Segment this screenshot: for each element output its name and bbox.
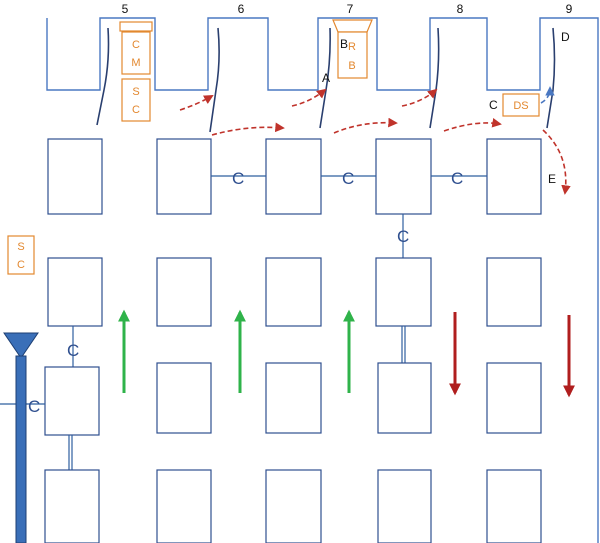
storage-box-r4-c1 — [44, 469, 100, 543]
ds-label: DS — [513, 100, 528, 112]
dashed-flow-arrow-6 — [443, 118, 502, 132]
dashed-flow-arrow-2 — [291, 88, 327, 107]
point-label-c: C — [489, 98, 498, 112]
storage-box-r1-c1 — [47, 138, 103, 215]
sc-left-box — [7, 235, 35, 275]
cm-label-c: C — [132, 39, 140, 51]
cm-label-m: M — [131, 57, 140, 69]
storage-box-r2-c4 — [375, 257, 432, 327]
sc-top-box — [121, 78, 151, 122]
connector-label-3: C — [451, 169, 463, 188]
storage-box-r4-c2 — [156, 469, 212, 543]
dock-door-9 — [546, 27, 556, 129]
storage-box-r3-c2 — [156, 362, 212, 434]
storage-box-r3-c1 — [44, 366, 100, 436]
storage-box-r2-c3 — [265, 257, 322, 327]
pole-funnel-icon — [3, 332, 39, 359]
point-label-b: B — [340, 37, 348, 51]
dashed-flow-arrow-4 — [211, 122, 285, 136]
sc-top-label-c: C — [132, 104, 140, 116]
dashed-flow-arrow-5 — [333, 117, 398, 134]
storage-box-r4-c5 — [486, 469, 542, 543]
storage-box-r4-c3 — [265, 469, 322, 543]
dashed-flow-arrow-7 — [542, 129, 571, 195]
connector-label-4: C — [397, 227, 409, 246]
connector-label-2: C — [342, 169, 354, 188]
connector-label-5: C — [67, 341, 79, 360]
pole-shaft — [15, 355, 27, 543]
dashed-flow-arrow-8 — [540, 86, 555, 104]
sc-left-label-s: S — [17, 241, 24, 253]
rb-box — [337, 31, 368, 79]
storage-box-r1-c2 — [156, 138, 212, 215]
rb-label-r: R — [348, 41, 356, 53]
dock-door-5 — [96, 27, 110, 126]
dock-door-6 — [209, 27, 220, 133]
bay-number-7: 7 — [347, 2, 354, 16]
storage-box-r3-c5 — [486, 362, 542, 434]
storage-box-r2-c5 — [486, 257, 542, 327]
storage-box-r1-c5 — [486, 138, 542, 215]
connector-label-1: C — [232, 169, 244, 188]
bay-number-8: 8 — [457, 2, 464, 16]
connector-label-6: C — [28, 397, 40, 416]
storage-box-r3-c4 — [377, 362, 432, 434]
point-label-a: A — [322, 71, 330, 85]
cm-box — [121, 31, 151, 75]
storage-box-r4-c4 — [377, 469, 432, 543]
storage-box-r3-c3 — [265, 362, 322, 434]
bay-number-6: 6 — [238, 2, 245, 16]
dock-door-8 — [429, 27, 440, 129]
storage-box-r1-c3 — [265, 138, 322, 215]
point-label-e: E — [548, 172, 556, 186]
point-label-d: D — [561, 30, 570, 44]
sc-top-label-s: S — [132, 86, 139, 98]
bay-number-9: 9 — [566, 2, 573, 16]
sc-left-label-c: C — [17, 259, 25, 271]
storage-box-r2-c1 — [47, 257, 103, 327]
cm-header-box — [119, 21, 153, 32]
ds-box — [502, 93, 540, 117]
dashed-flow-arrow-3 — [401, 88, 438, 107]
storage-box-r1-c4 — [375, 138, 432, 215]
dashed-flow-arrow-1 — [179, 95, 214, 111]
bay-number-5: 5 — [122, 2, 129, 16]
rb-hopper-top — [332, 19, 373, 33]
storage-box-r2-c2 — [156, 257, 212, 327]
dock-wall-outline — [46, 17, 599, 543]
rb-label-b: B — [348, 60, 355, 72]
